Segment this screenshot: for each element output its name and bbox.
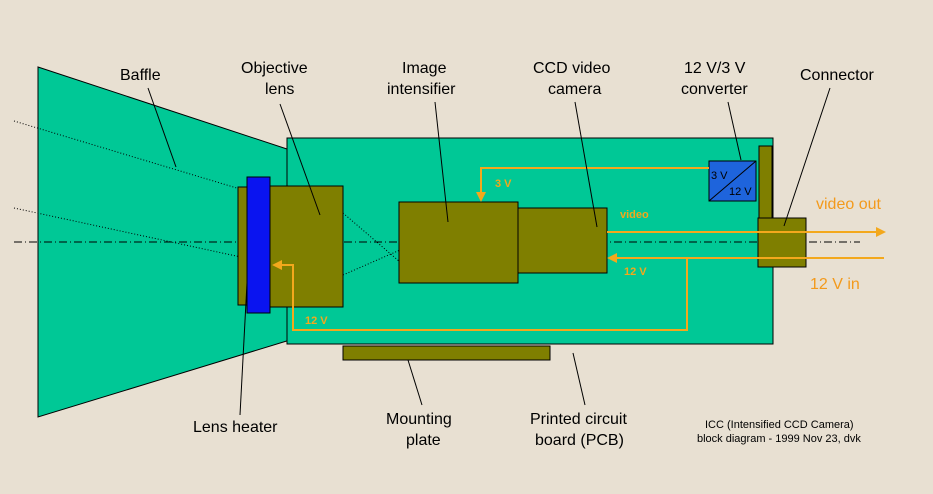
mounting-label-line1: Mounting [386,411,452,428]
leader-lines [147,87,831,416]
signal-wires [272,167,886,331]
ccd-label-line2: camera [548,81,601,98]
signal-12v-right-label: 12 V [624,266,647,278]
diagram-caption: ICC (Intensified CCD Camera) block diagr… [697,419,861,445]
signal-12v-bottom-label: 12 V [305,315,328,327]
connector-label: Connector [800,67,874,84]
pcb-label-line1: Printed circuit [530,411,627,428]
pcb-label-line2: board (PCB) [535,432,624,449]
converter-top-label: 3 V [711,170,728,182]
baffle-label: Baffle [120,67,161,84]
lens-heater [246,176,271,314]
intensifier-label-line1: Image [402,60,447,77]
signal-video-label: video [620,209,649,221]
objective-label-line2: lens [265,81,294,98]
caption-line2: block diagram - 1999 Nov 23, dvk [697,433,861,445]
intensifier-label-line2: intensifier [387,81,456,98]
ccd-label-line1: CCD video [533,60,610,77]
caption-line1: ICC (Intensified CCD Camera) [705,419,854,431]
converter-bottom-label: 12 V [729,186,752,198]
converter-label-line1: 12 V/3 V [684,60,746,77]
ccd-camera [517,207,608,274]
signal-3v-label: 3 V [495,178,512,190]
objective-lens [268,185,344,308]
connector-post [758,145,773,219]
converter-divider [708,160,757,202]
converter-label-line2: converter [681,81,748,98]
component-labels: Baffle Objective lens Image intensifier … [120,60,874,449]
optical-rays [13,120,401,276]
video-out-label: video out [816,196,881,213]
image-intensifier [398,201,519,284]
mounting-plate [342,345,551,361]
objective-label-line1: Objective [241,60,308,77]
v12-in-label: 12 V in [810,276,860,293]
lens-heater-label: Lens heater [193,419,278,436]
connector [757,217,807,268]
mounting-label-line2: plate [406,432,441,449]
